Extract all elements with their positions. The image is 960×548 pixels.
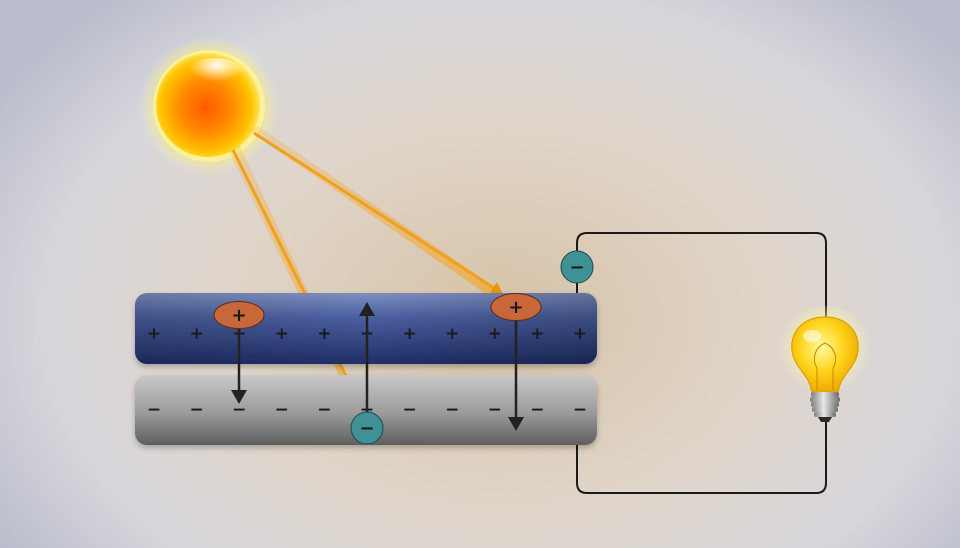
hole-carrier: + [490,293,542,321]
carrier-arrows [231,302,524,431]
negative-charge-sign: − [189,400,203,420]
positive-charge-sign: + [402,324,416,344]
hole-carrier-sign: + [508,297,523,318]
negative-charge-sign: − [317,400,331,420]
positive-charge-sign: + [275,324,289,344]
n-layer-charges: −−−−−−−−−−− [147,400,587,420]
positive-charge-sign: + [147,324,161,344]
negative-charge-sign: − [147,400,161,420]
negative-charge-sign: − [573,400,587,420]
sun-icon [139,36,279,176]
light-bulb-icon [779,306,871,422]
hole-carrier: + [213,301,265,329]
arrowhead-down [508,417,524,431]
hole-carrier-sign: + [231,305,246,326]
negative-charge-sign: − [445,400,459,420]
arrowhead-down [231,390,247,404]
positive-charge-sign: + [189,324,203,344]
electron-carrier-sign: − [359,418,374,439]
arrowhead-up [359,302,375,316]
negative-charge-sign: − [402,400,416,420]
positive-charge-sign: + [573,324,587,344]
positive-charge-sign: + [488,324,502,344]
electron-carrier: − [560,250,594,284]
electron-carrier: − [350,411,384,445]
light-ray [253,131,498,292]
light-ray-arrowhead [490,282,504,296]
positive-charge-sign: + [445,324,459,344]
negative-charge-sign: − [488,400,502,420]
negative-charge-sign: − [232,400,246,420]
negative-charge-sign: − [275,400,289,420]
electron-carrier-sign: − [569,257,584,278]
negative-charge-sign: − [530,400,544,420]
positive-charge-sign: + [530,324,544,344]
p-layer-charges: +++++++++++ [147,324,587,344]
positive-charge-sign: + [317,324,331,344]
